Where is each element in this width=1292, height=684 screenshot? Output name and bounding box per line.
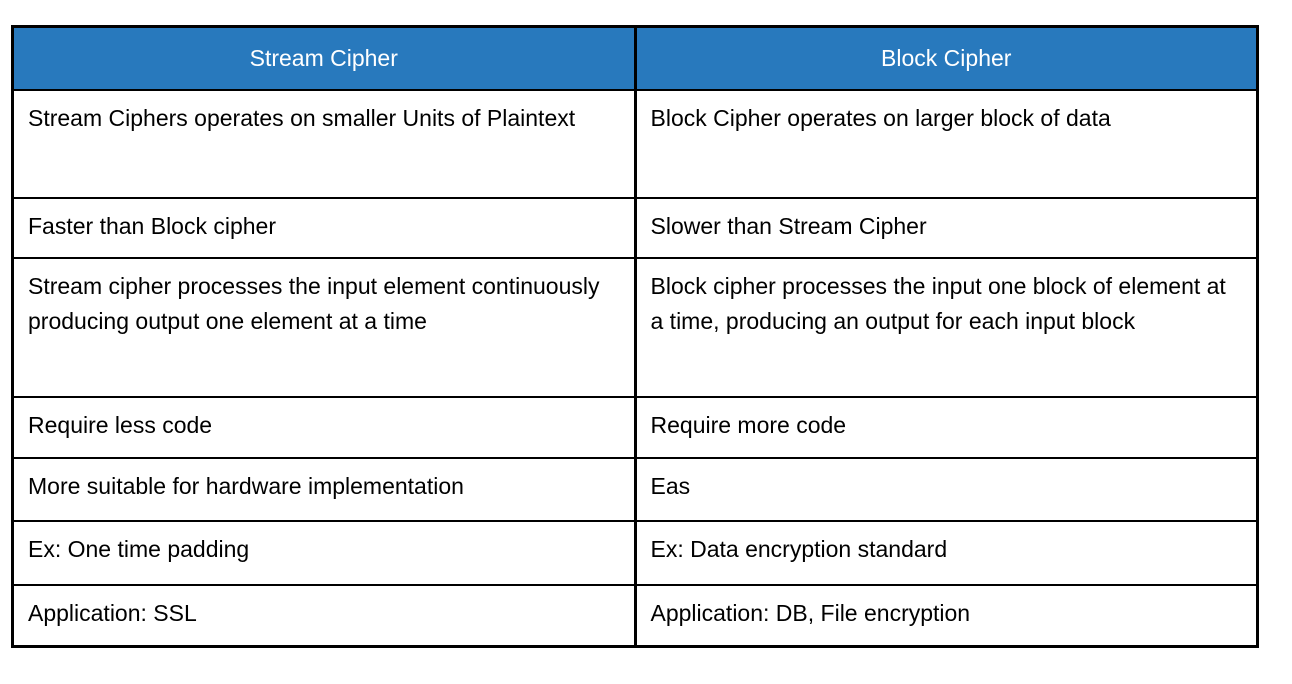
cell-stream-example: Ex: One time padding (11, 519, 637, 586)
cell-block-code: Require more code (634, 395, 1259, 459)
table-row: Ex: One time padding Ex: Data encryption… (11, 519, 1259, 586)
table-row: More suitable for hardware implementatio… (11, 456, 1259, 522)
cell-stream-speed: Faster than Block cipher (11, 196, 637, 259)
header-block-cipher: Block Cipher (634, 25, 1259, 91)
cell-block-hardware: Eas (634, 456, 1259, 522)
table-row: Stream Ciphers operates on smaller Units… (11, 88, 1259, 199)
cell-block-application: Application: DB, File encryption (634, 583, 1259, 648)
cell-stream-code: Require less code (11, 395, 637, 459)
cell-block-speed: Slower than Stream Cipher (634, 196, 1259, 259)
header-stream-cipher: Stream Cipher (11, 25, 637, 91)
header-row: Stream Cipher Block Cipher (11, 25, 1259, 91)
table-row: Stream cipher processes the input elemen… (11, 256, 1259, 398)
cell-stream-hardware: More suitable for hardware implementatio… (11, 456, 637, 522)
cell-stream-units: Stream Ciphers operates on smaller Units… (11, 88, 637, 199)
table-body: Stream Ciphers operates on smaller Units… (11, 88, 1259, 648)
cell-stream-processing: Stream cipher processes the input elemen… (11, 256, 637, 398)
cell-block-units: Block Cipher operates on larger block of… (634, 88, 1259, 199)
cell-stream-application: Application: SSL (11, 583, 637, 648)
table-row: Application: SSL Application: DB, File e… (11, 583, 1259, 648)
table-row: Require less code Require more code (11, 395, 1259, 459)
table-row: Faster than Block cipher Slower than Str… (11, 196, 1259, 259)
cell-block-example: Ex: Data encryption standard (634, 519, 1259, 586)
cell-block-processing: Block cipher processes the input one blo… (634, 256, 1259, 398)
table-header: Stream Cipher Block Cipher (11, 25, 1259, 91)
cipher-comparison-table: Stream Cipher Block Cipher Stream Cipher… (11, 25, 1259, 648)
